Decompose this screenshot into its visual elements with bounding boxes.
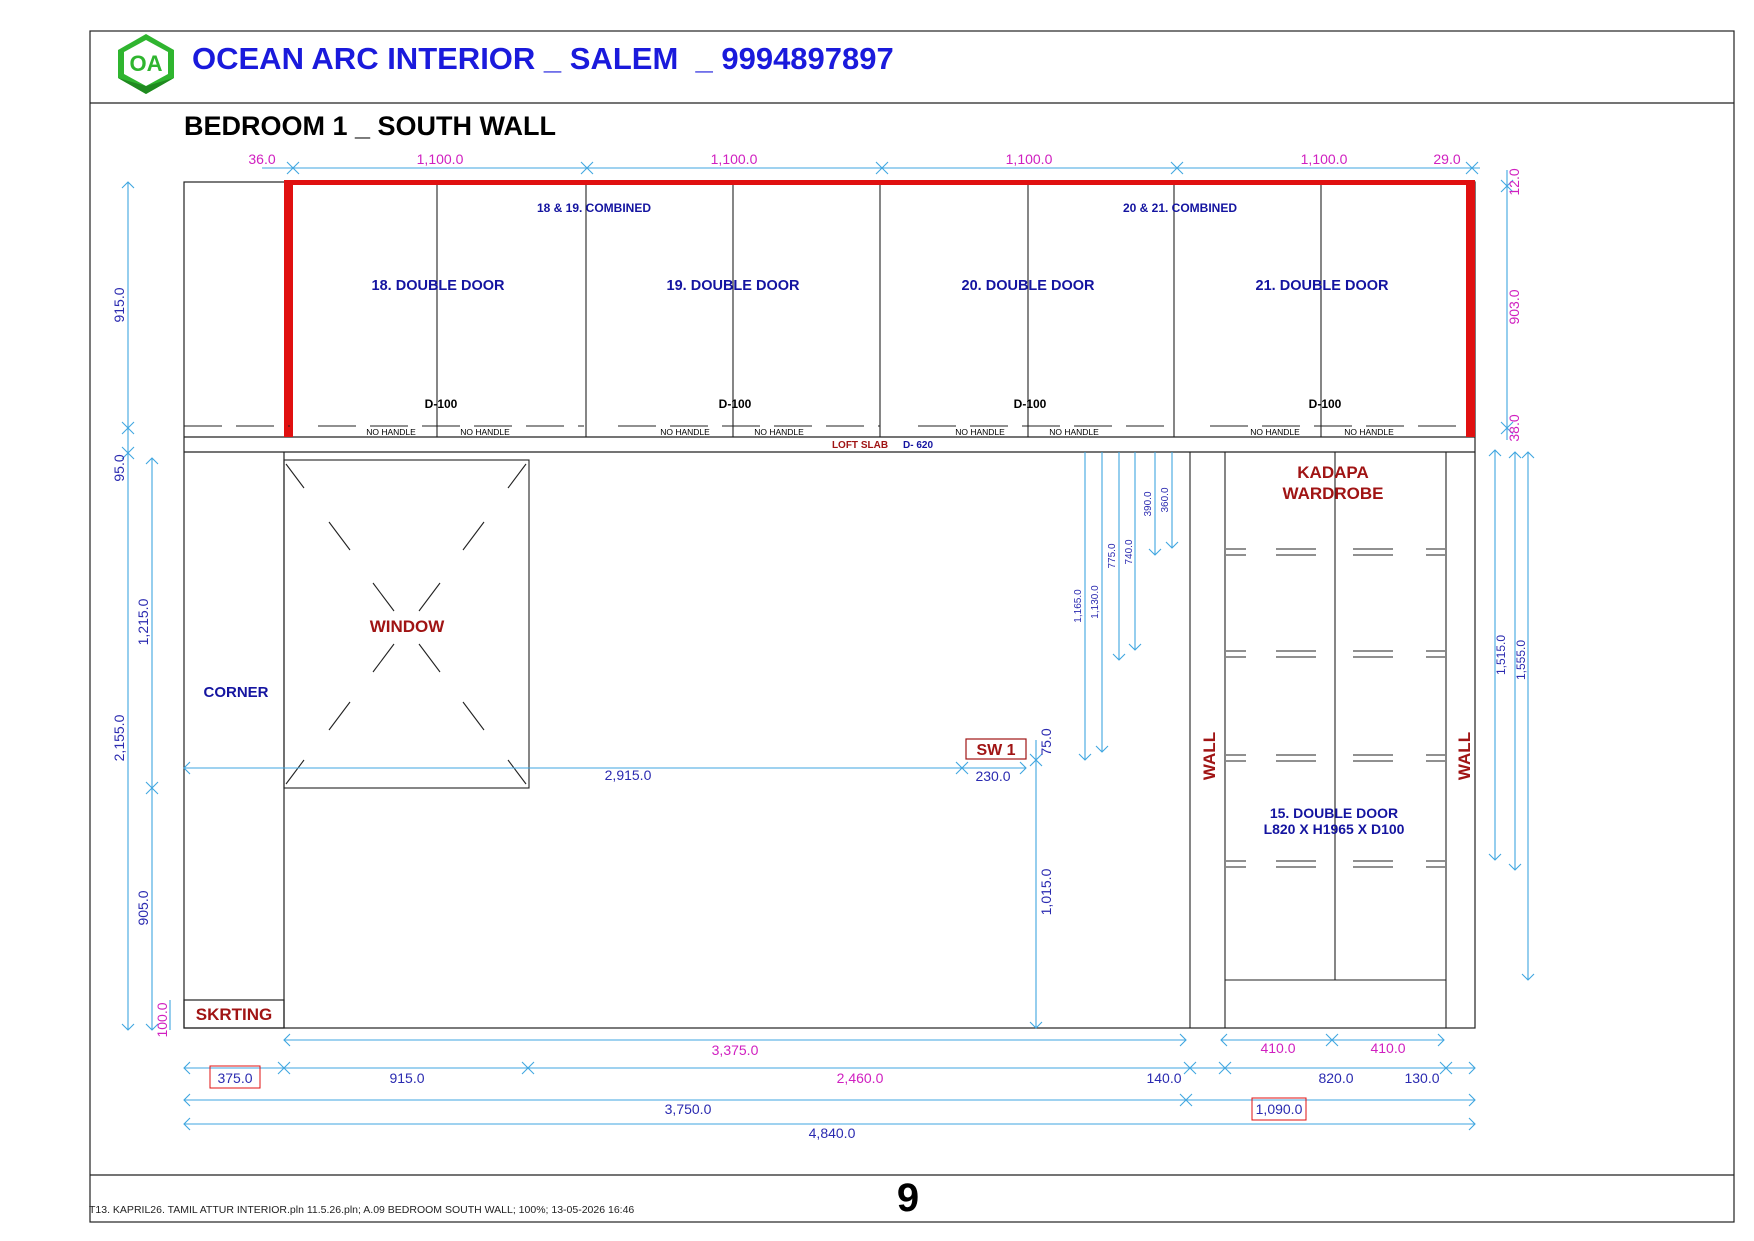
combined-label-2: 20 & 21. COMBINED bbox=[1123, 201, 1237, 215]
dim-top: 1,100.0 bbox=[1301, 151, 1348, 167]
dim-left: 905.0 bbox=[135, 890, 151, 925]
no-handle-label: NO HANDLE bbox=[754, 427, 804, 437]
dim-bottom-4: 4,840.0 bbox=[809, 1125, 856, 1141]
sheet-title: BEDROOM 1 _ SOUTH WALL bbox=[184, 111, 556, 141]
dim-highlight-box bbox=[1251, 1097, 1307, 1121]
dim-bottom-1: 410.0 bbox=[1260, 1040, 1295, 1056]
dim-right-loft: 903.0 bbox=[1506, 289, 1522, 324]
page-number: 9 bbox=[897, 1176, 919, 1220]
dimension-lines bbox=[121, 161, 1535, 1131]
dim-switch-v: 775.0 bbox=[1107, 543, 1118, 568]
no-handle-label: NO HANDLE bbox=[1250, 427, 1300, 437]
dim-bottom-3: 1,090.0 bbox=[1256, 1101, 1303, 1117]
wardrobe-unit-label: 15. DOUBLE DOOR bbox=[1270, 805, 1398, 821]
no-handle-label: NO HANDLE bbox=[1344, 427, 1394, 437]
loft-slab-label: LOFT SLAB bbox=[832, 440, 888, 451]
loft-red-left bbox=[284, 182, 293, 437]
loft-unit-label: 19. DOUBLE DOOR bbox=[667, 278, 800, 294]
dim-bottom-2: 820.0 bbox=[1318, 1070, 1353, 1086]
wardrobe-unit-size: L820 X H1965 X D100 bbox=[1264, 821, 1405, 837]
no-handle-label: NO HANDLE bbox=[460, 427, 510, 437]
dim-top: 1,100.0 bbox=[1006, 151, 1053, 167]
skirting-box bbox=[183, 999, 285, 1029]
dim-switch-v: 360.0 bbox=[1160, 487, 1171, 512]
dim-left: 2,155.0 bbox=[111, 714, 127, 761]
dim-switch-v: 390.0 bbox=[1143, 491, 1154, 516]
wardrobe-title-2: WARDROBE bbox=[1282, 484, 1383, 503]
no-handle-label: NO HANDLE bbox=[1049, 427, 1099, 437]
dim-top: 29.0 bbox=[1433, 151, 1460, 167]
dim-bottom-2: 915.0 bbox=[389, 1070, 424, 1086]
dim-switch-height: 1,015.0 bbox=[1038, 868, 1054, 915]
no-handle-label: NO HANDLE bbox=[366, 427, 416, 437]
dim-switch-offset: 230.0 bbox=[975, 768, 1010, 784]
wall-label-right: WALL bbox=[1455, 732, 1474, 780]
dim-top: 36.0 bbox=[248, 151, 275, 167]
loft-red-right bbox=[1466, 182, 1475, 437]
dim-right-wardrobe: 1,555.0 bbox=[1514, 640, 1528, 680]
footer-info: T13. KAPRIL26. TAMIL ATTUR INTERIOR.pln … bbox=[89, 1204, 634, 1216]
wall-outline bbox=[183, 181, 1476, 1029]
dim-bottom-3: 3,750.0 bbox=[665, 1101, 712, 1117]
dim-top: 1,100.0 bbox=[417, 151, 464, 167]
dim-right-loft: 12.0 bbox=[1506, 168, 1522, 195]
loft-unit-label: 21. DOUBLE DOOR bbox=[1256, 278, 1389, 294]
wardrobe bbox=[1189, 452, 1447, 1028]
logo-icon: OA bbox=[118, 34, 174, 94]
window-label: WINDOW bbox=[370, 617, 446, 636]
loft-depth-label: D-100 bbox=[1014, 397, 1047, 411]
combined-label-1: 18 & 19. COMBINED bbox=[537, 201, 651, 215]
dim-switch-v: 1,130.0 bbox=[1090, 585, 1101, 619]
dim-left: 1,215.0 bbox=[135, 598, 151, 645]
dim-right-wardrobe: 1,515.0 bbox=[1494, 635, 1508, 675]
dim-bottom-2: 375.0 bbox=[217, 1070, 252, 1086]
switch-box bbox=[965, 738, 1027, 760]
dim-left: 915.0 bbox=[111, 287, 127, 322]
loft-depth-label: D-100 bbox=[425, 397, 458, 411]
loft-unit-label: 20. DOUBLE DOOR bbox=[962, 278, 1095, 294]
dim-bottom-1: 410.0 bbox=[1370, 1040, 1405, 1056]
loft-cabinet: 18 & 19. COMBINED 20 & 21. COMBINED 18. … bbox=[184, 180, 1475, 451]
logo-text: OA bbox=[130, 51, 163, 76]
loft-unit-label: 18. DOUBLE DOOR bbox=[372, 278, 505, 294]
wall-label-left: WALL bbox=[1200, 732, 1219, 780]
dim-bottom-2: 2,460.0 bbox=[837, 1070, 884, 1086]
dim-bottom-2: 140.0 bbox=[1146, 1070, 1181, 1086]
dim-top: 1,100.0 bbox=[711, 151, 758, 167]
corner-label: CORNER bbox=[203, 684, 268, 701]
dim-highlight-box bbox=[209, 1065, 261, 1089]
loft-slab-depth: D- 620 bbox=[903, 440, 933, 451]
no-handle-label: NO HANDLE bbox=[660, 427, 710, 437]
loft-depth-label: D-100 bbox=[1309, 397, 1342, 411]
dim-left: 100.0 bbox=[154, 1002, 170, 1037]
no-handle-label: NO HANDLE bbox=[955, 427, 1005, 437]
dim-left: 95.0 bbox=[111, 454, 127, 481]
window bbox=[283, 459, 530, 789]
dim-right-loft: 38.0 bbox=[1506, 414, 1522, 441]
loft-red-top bbox=[284, 180, 1475, 185]
sheet-frame bbox=[89, 30, 1735, 1223]
dim-switch-v: 740.0 bbox=[1124, 539, 1135, 564]
dimension-text: 36.0 1,100.0 1,100.0 1,100.0 1,100.0 29.… bbox=[111, 151, 1528, 1141]
dim-switch-top: 75.0 bbox=[1038, 728, 1054, 755]
dim-window-line: 2,915.0 bbox=[605, 767, 652, 783]
wardrobe-shelves bbox=[1226, 548, 1445, 868]
wardrobe-title: KADAPA bbox=[1297, 463, 1368, 482]
dim-switch-v: 1,165.0 bbox=[1073, 589, 1084, 623]
dim-bottom-2: 130.0 bbox=[1404, 1070, 1439, 1086]
switch-label: SW 1 bbox=[976, 742, 1015, 759]
skirting-label: SKRTING bbox=[196, 1005, 273, 1024]
loft-depth-label: D-100 bbox=[719, 397, 752, 411]
company-title: OCEAN ARC INTERIOR _ SALEM _ 9994897897 bbox=[192, 41, 894, 76]
dim-bottom-1: 3,375.0 bbox=[712, 1042, 759, 1058]
